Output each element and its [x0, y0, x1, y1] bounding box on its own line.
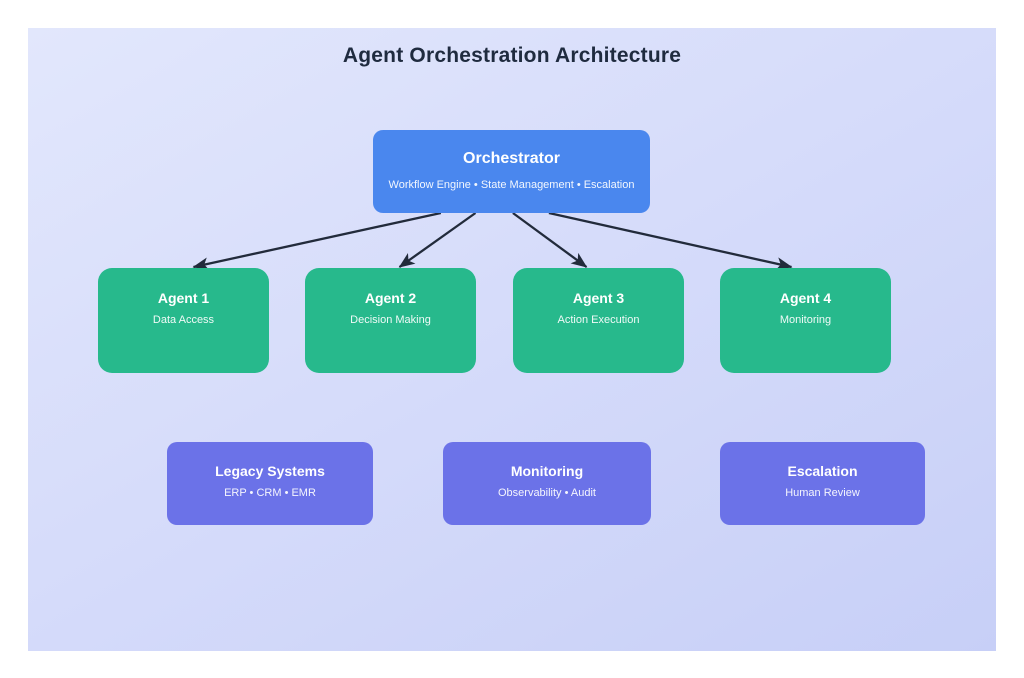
node-subtitle: Decision Making [350, 314, 431, 326]
node-legacy-systems: Legacy Systems ERP • CRM • EMR [167, 442, 373, 525]
node-title: Monitoring [510, 463, 584, 479]
node-subtitle: Data Access [152, 314, 215, 326]
node-subtitle: Human Review [785, 487, 860, 499]
node-agent-3: Agent 3 Action Execution [513, 268, 684, 373]
node-subtitle: ERP • CRM • EMR [224, 487, 316, 499]
page-title: Agent Orchestration Architecture [342, 44, 682, 67]
node-agent-4: Agent 4 Monitoring [720, 268, 891, 373]
node-subtitle: Action Execution [557, 314, 640, 326]
node-title: Escalation [787, 463, 858, 479]
diagram-canvas: Agent Orchestration Architecture Orchest… [28, 28, 996, 651]
node-agent-1: Agent 1 Data Access [98, 268, 269, 373]
node-title: Agent 3 [572, 290, 625, 306]
node-orchestrator: Orchestrator Workflow Engine • State Man… [373, 130, 650, 213]
node-monitoring: Monitoring Observability • Audit [443, 442, 651, 525]
node-subtitle: Observability • Audit [497, 487, 596, 499]
node-escalation: Escalation Human Review [720, 442, 925, 525]
node-subtitle: Monitoring [779, 314, 832, 326]
node-title: Agent 4 [779, 290, 832, 306]
node-title: Orchestrator [463, 150, 560, 167]
node-subtitle: Workflow Engine • State Management • Esc… [388, 179, 635, 191]
node-title: Legacy Systems [215, 463, 325, 479]
node-title: Agent 1 [157, 290, 210, 306]
node-agent-2: Agent 2 Decision Making [305, 268, 476, 373]
node-title: Agent 2 [364, 290, 417, 306]
